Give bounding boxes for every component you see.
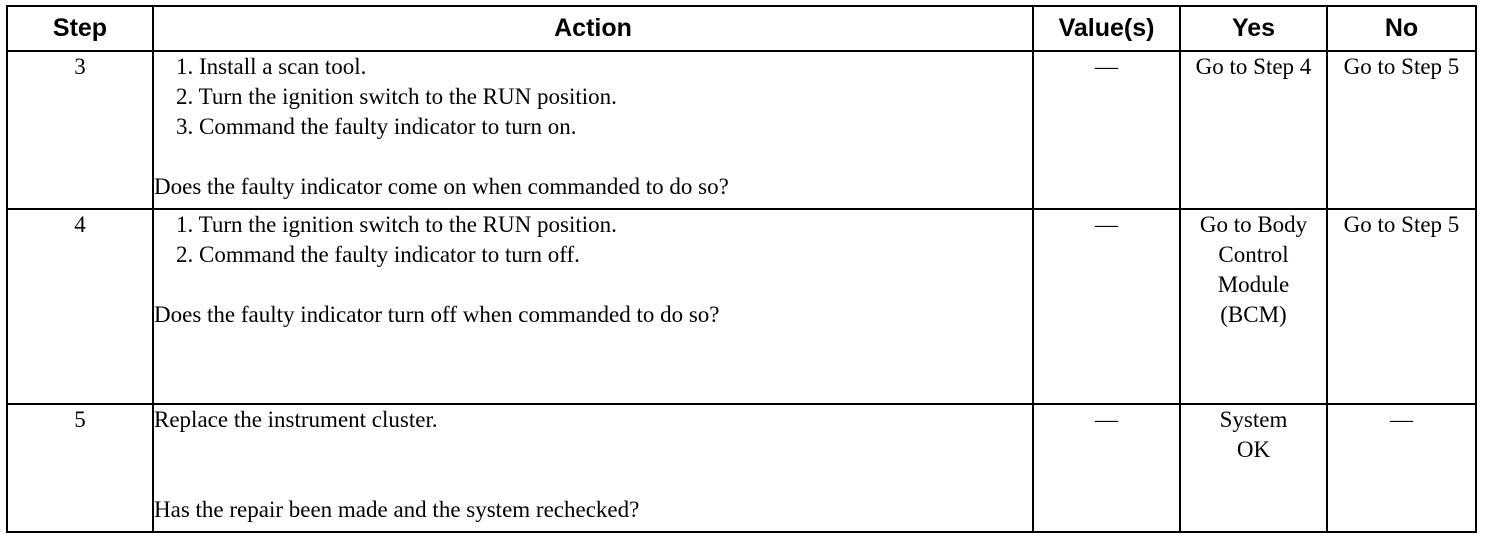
no-cell: Go to Step 5 (1326, 208, 1477, 405)
no-cell: Go to Step 5 (1326, 50, 1477, 210)
action-step: 2. Turn the ignition switch to the RUN p… (176, 84, 617, 109)
table-row: 5 Replace the instrument cluster. Has th… (6, 403, 1477, 533)
yes-cell: Go to Body Control Module (BCM) (1179, 208, 1328, 405)
action-cell: 1. Turn the ignition switch to the RUN p… (152, 208, 1034, 405)
action-cell: 1. Install a scan tool. 2. Turn the igni… (152, 50, 1034, 210)
action-question: Has the repair been made and the system … (154, 497, 640, 522)
header-step: Step (6, 5, 154, 52)
values-cell: — (1032, 403, 1181, 533)
step-number: 3 (6, 50, 154, 210)
header-row: Step Action Value(s) Yes No (6, 5, 1477, 52)
action-step: 1. Install a scan tool. (176, 54, 367, 79)
yes-cell: System OK (1179, 403, 1328, 533)
action-step: 2. Command the faulty indicator to turn … (176, 242, 580, 267)
table-row: 4 1. Turn the ignition switch to the RUN… (6, 208, 1477, 405)
action-step: Replace the instrument cluster. (154, 407, 438, 432)
action-step: 1. Turn the ignition switch to the RUN p… (176, 212, 617, 237)
no-cell: — (1326, 403, 1477, 533)
diagnostic-table: Step Action Value(s) Yes No 3 1. Install… (6, 5, 1477, 533)
header-values: Value(s) (1032, 5, 1181, 52)
step-number: 5 (6, 403, 154, 533)
yes-cell: Go to Step 4 (1179, 50, 1328, 210)
action-steps: 1. Turn the ignition switch to the RUN p… (154, 210, 1032, 270)
values-cell: — (1032, 208, 1181, 405)
header-action: Action (152, 5, 1034, 52)
action-question: Does the faulty indicator come on when c… (154, 174, 729, 199)
header-yes: Yes (1179, 5, 1328, 52)
header-no: No (1326, 5, 1477, 52)
action-steps: 1. Install a scan tool. 2. Turn the igni… (154, 52, 1032, 142)
table-row: 3 1. Install a scan tool. 2. Turn the ig… (6, 50, 1477, 210)
action-step: 3. Command the faulty indicator to turn … (176, 114, 577, 139)
step-number: 4 (6, 208, 154, 405)
values-cell: — (1032, 50, 1181, 210)
action-question: Does the faulty indicator turn off when … (154, 302, 720, 327)
action-cell: Replace the instrument cluster. Has the … (152, 403, 1034, 533)
